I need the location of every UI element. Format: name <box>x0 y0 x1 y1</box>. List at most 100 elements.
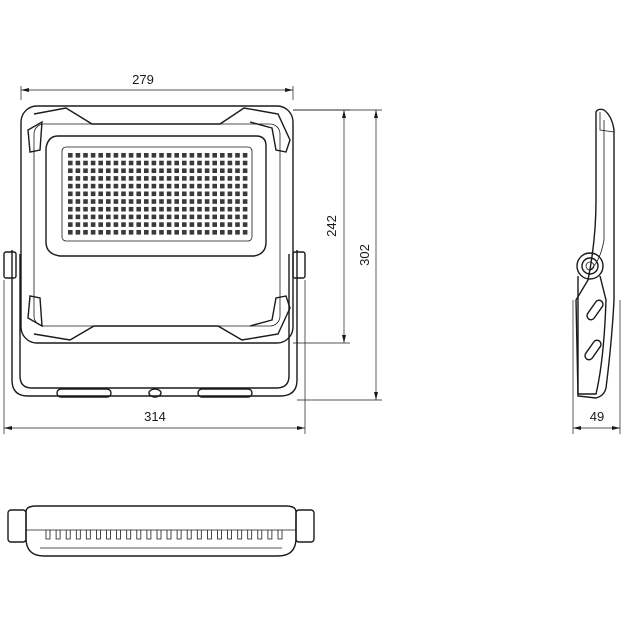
led-chip <box>174 222 179 227</box>
led-chip <box>113 222 119 227</box>
led-chip <box>106 222 111 227</box>
side-housing <box>575 108 615 399</box>
led-chip <box>83 183 88 189</box>
led-chip <box>113 168 119 173</box>
led-chip <box>159 214 164 220</box>
led-chip <box>113 176 119 181</box>
led-chip <box>212 191 217 197</box>
led-chip <box>204 222 210 227</box>
mounting-bracket <box>11 250 298 397</box>
led-chip <box>227 183 233 189</box>
led-chip <box>151 176 157 181</box>
led-chip <box>151 214 157 220</box>
led-chip <box>197 214 202 220</box>
led-chip <box>98 222 103 227</box>
led-chip <box>235 168 240 173</box>
led-chip <box>166 176 172 181</box>
led-chip <box>83 214 88 220</box>
cooling-fin <box>257 530 263 540</box>
side-slot-lower <box>584 339 602 361</box>
led-chip <box>121 176 126 181</box>
led-chip <box>182 160 187 166</box>
cooling-fin <box>55 530 61 540</box>
led-chip <box>144 206 149 212</box>
led-chip <box>106 153 111 158</box>
led-chip <box>182 199 187 204</box>
led-chip <box>159 160 164 166</box>
bracket-slot-right <box>197 388 253 398</box>
led-chip <box>68 160 73 166</box>
led-chip <box>204 191 210 197</box>
led-chip <box>151 160 157 166</box>
led-chip <box>197 176 202 181</box>
bracket-slot-left <box>56 388 112 398</box>
led-chip <box>204 160 210 166</box>
led-chip <box>182 230 187 235</box>
led-chip <box>235 214 240 220</box>
led-chip <box>204 168 210 173</box>
led-chip <box>242 222 248 227</box>
led-chip <box>189 206 195 212</box>
led-chip <box>235 222 240 227</box>
pivot-knob <box>576 252 604 280</box>
led-chip <box>166 168 172 173</box>
bottom-housing <box>25 505 297 557</box>
led-chip <box>151 183 157 189</box>
led-chip <box>113 206 119 212</box>
cooling-fin <box>237 530 243 540</box>
led-chip <box>75 222 81 227</box>
led-chip <box>220 176 225 181</box>
led-chip <box>204 206 210 212</box>
led-chip <box>136 222 141 227</box>
cooling-fin <box>227 530 232 540</box>
led-chip <box>90 214 96 220</box>
led-chip <box>68 183 73 189</box>
led-chip <box>242 153 248 158</box>
cooling-fin <box>207 530 212 540</box>
led-chip <box>197 199 202 204</box>
led-chip <box>151 222 157 227</box>
led-chip <box>144 199 149 204</box>
led-chip <box>182 176 187 181</box>
led-chip <box>90 183 96 189</box>
led-chip <box>227 168 233 173</box>
led-chip <box>90 199 96 204</box>
led-chip <box>212 206 217 212</box>
side-dimensions: 49 <box>572 300 621 434</box>
led-chip <box>144 160 149 166</box>
led-chip <box>166 199 172 204</box>
led-chip <box>98 168 103 173</box>
led-chip <box>220 153 225 158</box>
led-chip <box>235 153 240 158</box>
led-chip <box>98 206 103 212</box>
led-chip <box>220 222 225 227</box>
led-chip <box>136 214 141 220</box>
led-chip <box>182 222 187 227</box>
bottom-knob-right <box>295 509 315 543</box>
cooling-fin <box>146 530 152 540</box>
cooling-fin <box>156 530 162 540</box>
led-chip <box>227 214 233 220</box>
led-array <box>68 153 248 235</box>
led-chip <box>75 176 81 181</box>
led-chip <box>151 206 157 212</box>
led-chip <box>83 168 88 173</box>
led-chip <box>204 153 210 158</box>
led-chip <box>235 191 240 197</box>
led-chip <box>159 153 164 158</box>
led-chip <box>98 191 103 197</box>
bottom-knob-left <box>7 509 27 543</box>
led-chip <box>144 191 149 197</box>
led-chip <box>159 168 164 173</box>
led-chip <box>227 160 233 166</box>
led-chip <box>204 176 210 181</box>
cooling-fin <box>65 530 71 540</box>
led-chip <box>113 160 119 166</box>
led-chip <box>113 183 119 189</box>
led-chip <box>189 153 195 158</box>
led-chip <box>128 191 134 197</box>
led-chip <box>220 199 225 204</box>
led-chip <box>83 160 88 166</box>
led-chip <box>136 183 141 189</box>
